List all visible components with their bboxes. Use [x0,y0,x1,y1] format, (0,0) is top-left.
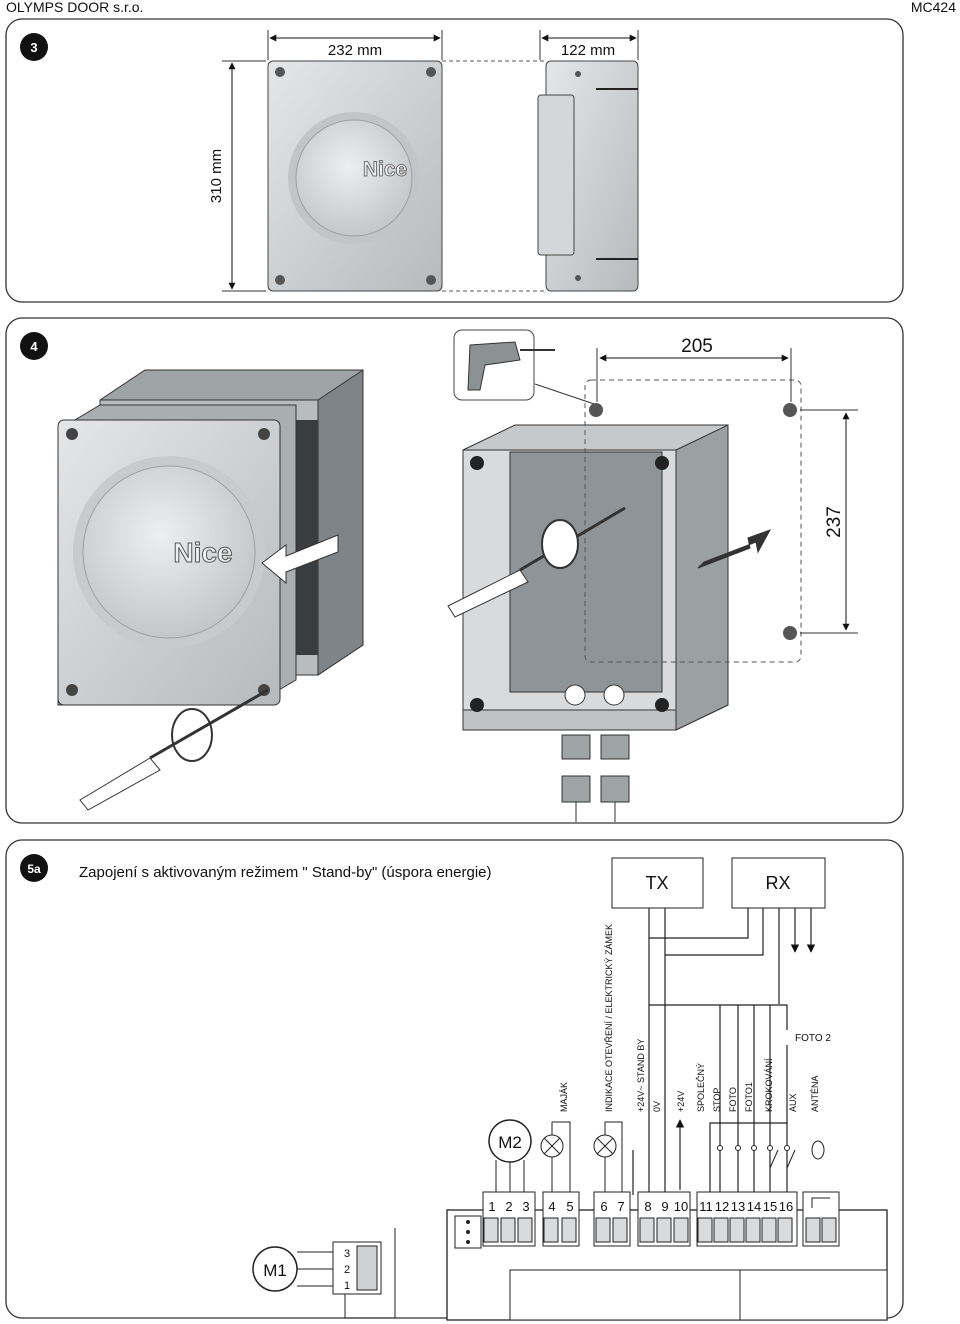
enclosure-side-view [537,60,639,292]
tx-label: TX [645,873,668,893]
drill-icon [453,329,601,407]
motor-m2-label: M2 [498,1133,522,1152]
wiring-title: Zapojení s aktivovaným režimem " Stand-b… [79,864,492,881]
panel-badge-3 [20,33,48,61]
horizontal-hole-spacing: 205 [681,336,713,357]
terminal-5: 5 [566,1199,573,1214]
m1-pin-3: 3 [344,1248,350,1260]
label-stop: STOP [712,1088,722,1112]
label-antena: ANTÉNA [810,1075,820,1112]
panel-badge-4 [20,332,48,360]
terminal-14: 14 [747,1199,761,1214]
foto2-label: FOTO 2 [795,1033,831,1044]
label-spolecny: SPOLEČNÝ [696,1063,706,1112]
terminal-12: 12 [715,1199,729,1214]
rx-photocell: RX [731,857,826,909]
terminal-6: 6 [600,1199,607,1214]
company-name: OLYMPS DOOR s.r.o. [6,0,144,15]
panel-5a: 5a Zapojení s aktivovaným režimem " Stan… [5,839,904,1321]
mounting-dimensions: 205 237 [596,336,858,634]
rx-label: RX [765,873,790,893]
panel-badge-3-label: 3 [30,40,37,55]
panel-badge-4-label: 4 [30,339,38,354]
wiring-lines [632,908,816,1195]
terminal-2: 2 [505,1199,512,1214]
terminal-3: 3 [522,1199,529,1214]
panel-badge-5a [20,854,48,882]
terminal-15: 15 [763,1199,777,1214]
vertical-hole-spacing: 237 [824,506,845,538]
terminal-blocks [482,1191,840,1247]
panel-3: 3 Nice 232 mm 122 mm [5,18,904,303]
label-foto1: FOTO1 [744,1082,754,1112]
dimension-lines: 232 mm 122 mm 310 mm [208,30,639,292]
model-name: MC424 [910,0,956,15]
motor-m1-label: M1 [263,1261,287,1280]
m1-pin-2: 2 [344,1264,350,1276]
height-dimension-label: 310 mm [208,149,225,203]
terminal-8: 8 [644,1199,651,1214]
motor-m2-icon: M2 [488,1119,532,1195]
terminal-16: 16 [779,1199,793,1214]
enclosure-front-view: Nice [267,60,443,292]
terminal-1: 1 [488,1199,495,1214]
enclosure-base-mounting [447,379,802,822]
terminal-function-labels: MAJÁK INDIKACE OTEVŘENÍ / ELEKTRICKÝ ZÁM… [559,924,820,1112]
terminal-9: 9 [661,1199,668,1214]
label-standby: +24V~ STAND BY [636,1039,646,1112]
input-switches [717,1140,825,1169]
terminal-4: 4 [548,1199,555,1214]
label-24v: +24V [676,1091,686,1112]
panel-4: 4 Nice [5,317,904,824]
label-foto: FOTO [728,1087,738,1112]
label-indikace: INDIKACE OTEVŘENÍ / ELEKTRICKÝ ZÁMEK [604,924,614,1112]
panel-badge-5a-label: 5a [27,862,41,876]
nice-logo-large: Nice [173,537,232,568]
label-aux: AUX [788,1093,798,1112]
nice-logo: Nice [363,158,407,181]
width-dimension-label: 232 mm [328,42,382,59]
m1-pin-1: 1 [344,1280,350,1292]
depth-dimension-label: 122 mm [561,42,615,59]
terminal-10: 10 [674,1199,688,1214]
terminal-11: 11 [699,1199,713,1214]
label-krokovani: KROKOVÁNÍ [764,1058,774,1112]
terminal-13: 13 [731,1199,745,1214]
motor-m1-icon: M1 3 2 1 [252,1228,396,1319]
label-0v: 0V [652,1101,662,1112]
enclosure-open-lid: Nice [57,369,364,811]
open-indicator-lamp-icon [593,1121,623,1195]
flashing-light-icon [540,1121,571,1195]
terminal-numbers: 1 2 3 4 5 6 7 8 9 10 11 12 13 14 15 16 [488,1199,793,1214]
label-majak: MAJÁK [559,1082,569,1112]
terminal-7: 7 [617,1199,624,1214]
tx-photocell: TX [611,857,704,909]
